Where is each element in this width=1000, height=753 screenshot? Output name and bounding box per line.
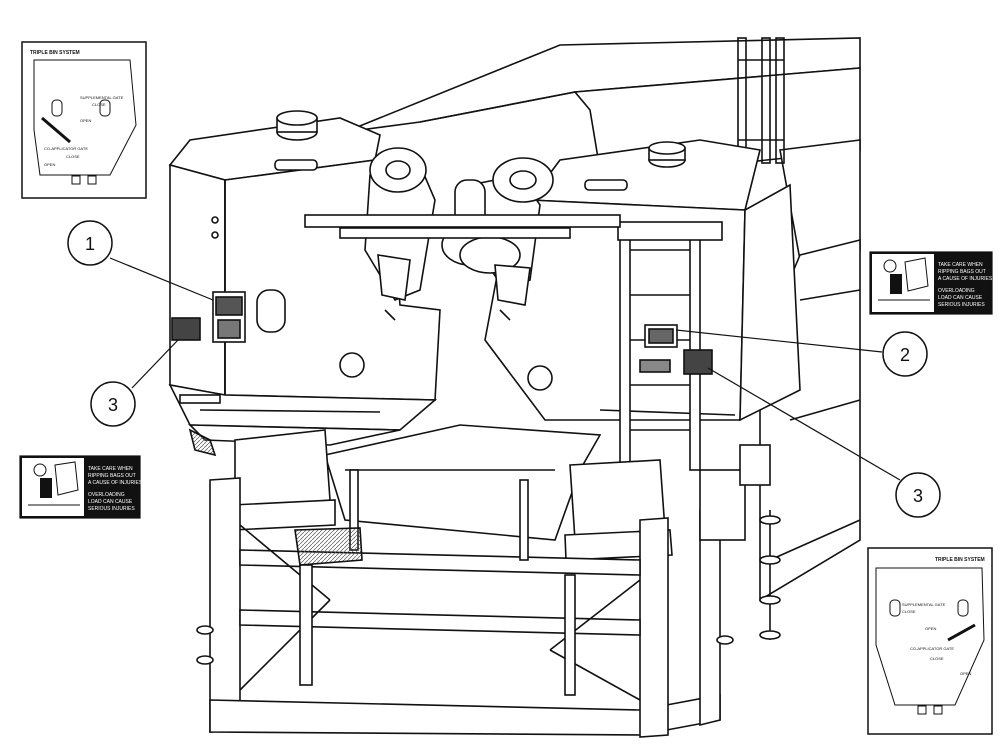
svg-text:TRIPLE BIN SYSTEM: TRIPLE BIN SYSTEM (935, 557, 985, 563)
svg-text:TAKE CARE WHEN: TAKE CARE WHEN (938, 262, 983, 268)
svg-text:CO-APPLICATOR GATE: CO-APPLICATOR GATE (910, 646, 954, 651)
svg-text:OPEN: OPEN (925, 626, 936, 631)
svg-text:CLOSE: CLOSE (92, 102, 106, 107)
callout-2: 2 (882, 331, 928, 377)
svg-text:LOAD CAN CAUSE: LOAD CAN CAUSE (88, 499, 133, 505)
svg-text:3: 3 (108, 395, 118, 415)
svg-text:SUPPLEMENTAL GATE: SUPPLEMENTAL GATE (80, 95, 124, 100)
svg-text:OPEN: OPEN (960, 671, 971, 676)
center-augers (304, 147, 621, 321)
svg-text:LOAD CAN CAUSE: LOAD CAN CAUSE (938, 295, 983, 301)
svg-text:TAKE CARE WHEN: TAKE CARE WHEN (88, 466, 133, 472)
decal-caution-left: TAKE CARE WHEN RIPPING BAGS OUT A CAUSE … (19, 455, 143, 519)
svg-text:CLOSE: CLOSE (66, 154, 80, 159)
svg-text:3: 3 (913, 486, 923, 506)
svg-text:RIPPING BAGS OUT: RIPPING BAGS OUT (938, 269, 986, 275)
svg-text:SUPPLEMENTAL GATE: SUPPLEMENTAL GATE (902, 602, 946, 607)
decal-caution-right: TAKE CARE WHEN RIPPING BAGS OUT A CAUSE … (869, 251, 993, 315)
svg-text:OVERLOADING: OVERLOADING (938, 288, 975, 294)
svg-text:OPEN: OPEN (80, 118, 91, 123)
svg-text:OPEN: OPEN (44, 162, 55, 167)
svg-text:OVERLOADING: OVERLOADING (88, 492, 125, 498)
callout-1: 1 (67, 220, 113, 266)
right-hopper (484, 139, 801, 471)
decal-bin-system-bottom-right: TRIPLE BIN SYSTEM SUPPLEMENTAL GATE CLOS… (867, 547, 993, 735)
svg-text:SERIOUS INJURIES: SERIOUS INJURIES (88, 506, 135, 512)
svg-text:2: 2 (900, 345, 910, 365)
svg-text:CLOSE: CLOSE (930, 656, 944, 661)
svg-text:A CAUSE OF INJURIES: A CAUSE OF INJURIES (88, 480, 143, 486)
svg-text:CLOSE: CLOSE (902, 609, 916, 614)
callout-3-left: 3 (90, 381, 136, 427)
svg-text:TRIPLE BIN SYSTEM: TRIPLE BIN SYSTEM (30, 50, 80, 56)
svg-text:RIPPING BAGS OUT: RIPPING BAGS OUT (88, 473, 136, 479)
lower-frame (196, 424, 781, 738)
leader-lines (109, 257, 901, 481)
svg-text:1: 1 (85, 234, 95, 254)
svg-text:A CAUSE OF INJURIES: A CAUSE OF INJURIES (938, 276, 993, 282)
decal-bin-system-top-left: TRIPLE BIN SYSTEM SUPPLEMENTAL GATE CLOS… (21, 41, 147, 199)
svg-text:CO-APPLICATOR GATE: CO-APPLICATOR GATE (44, 146, 88, 151)
svg-text:SERIOUS INJURIES: SERIOUS INJURIES (938, 302, 985, 308)
callout-3-right: 3 (895, 472, 941, 518)
